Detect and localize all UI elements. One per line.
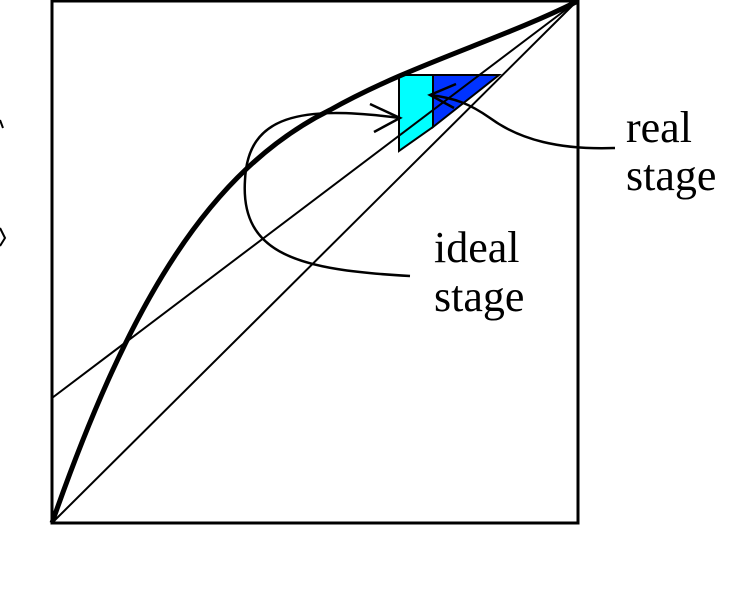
left-edge-mark [0, 227, 7, 247]
equilibrium-curve [49, 0, 578, 524]
ideal-stage-label-line2: stage [434, 272, 524, 321]
diagonal-line [51, 1, 577, 524]
plot-frame [50, 0, 580, 525]
ideal-stage-leader [243, 111, 411, 278]
operating-line [51, 1, 577, 399]
real-stage-leader [429, 93, 616, 150]
ideal-stage-label-line1: ideal [434, 223, 520, 272]
left-edge-mark [0, 119, 4, 129]
ideal-stage-arrowhead [369, 102, 403, 134]
real-stage-arrowhead [427, 82, 457, 110]
real-stage-label-line2: stage [626, 151, 716, 200]
real-stage-label-line1: real [626, 103, 692, 152]
